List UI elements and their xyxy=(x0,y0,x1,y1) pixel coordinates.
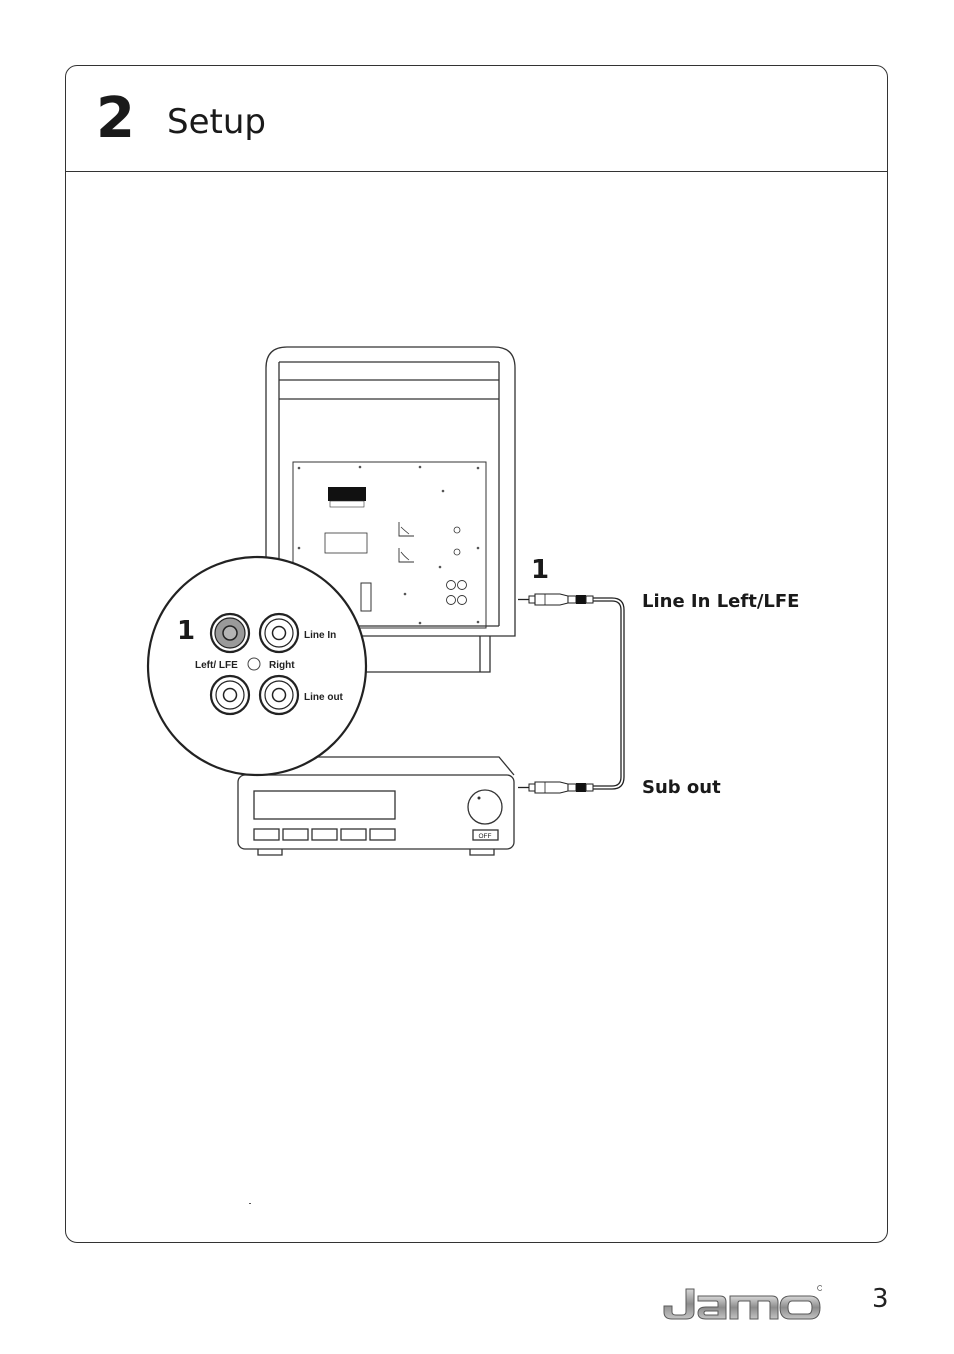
callout-number-cable: 1 xyxy=(531,555,550,585)
receiver-off-label: OFF xyxy=(479,833,492,840)
volume-knob-marker xyxy=(477,796,481,800)
rca-plug-bottom xyxy=(518,781,594,794)
label-line-in-lfe: Line In Left/LFE xyxy=(642,591,800,612)
inset-label-right: Right xyxy=(269,660,295,671)
jamo-logo xyxy=(663,1285,822,1320)
inset-label-line-in: Line In xyxy=(304,630,336,641)
rca-cable xyxy=(593,597,625,790)
stray-mark xyxy=(249,1203,251,1204)
callout-number-inset: 1 xyxy=(177,616,196,646)
page-frame: 2 Setup xyxy=(65,65,888,1243)
label-sub-out: Sub out xyxy=(642,777,721,798)
page-number: 3 xyxy=(872,1284,889,1314)
rca-plug-top xyxy=(518,593,594,606)
section-number: 2 xyxy=(96,86,135,151)
inset-label-left-lfe: Left/ LFE xyxy=(195,660,238,671)
subwoofer-badge xyxy=(328,487,366,508)
receiver-illustration xyxy=(237,756,515,856)
section-title: Setup xyxy=(167,102,266,142)
panel-screws xyxy=(297,465,480,625)
inset-label-line-out: Line out xyxy=(304,692,344,703)
connector-inset-magnifier xyxy=(146,555,368,777)
header-divider xyxy=(66,171,887,172)
